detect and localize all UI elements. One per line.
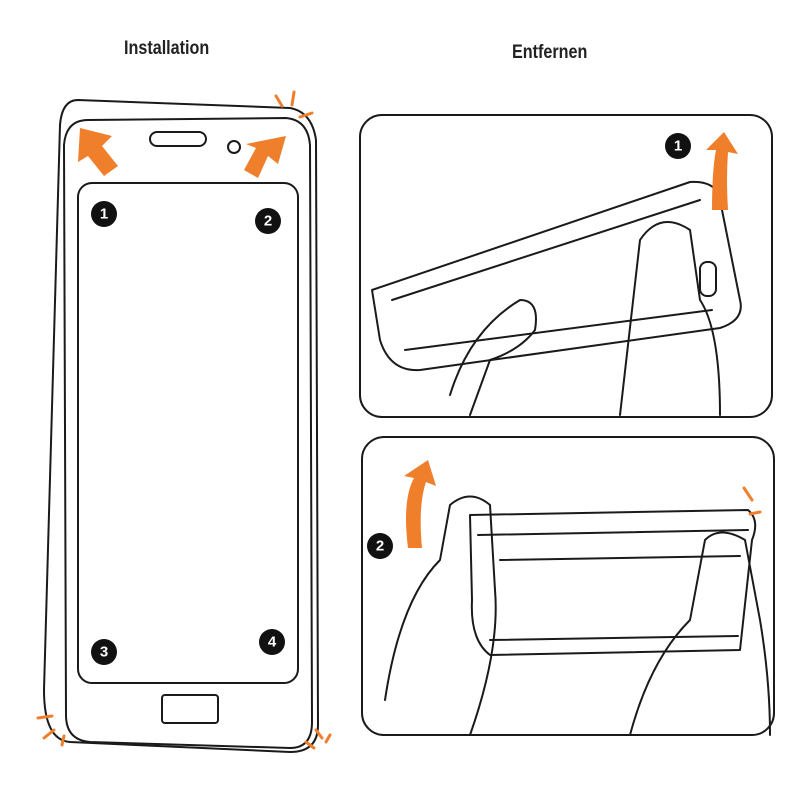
tilted-phone (371, 180, 742, 372)
step-badge-3: 3 (91, 639, 117, 665)
step-badge-2: 2 (255, 208, 281, 234)
home-button (161, 694, 219, 724)
svg-text:3: 3 (100, 644, 108, 661)
installation-phone (43, 99, 319, 753)
removal-panel-2 (361, 436, 775, 736)
removal-step-badge-2: 2 (367, 533, 393, 559)
svg-text:2: 2 (376, 538, 384, 555)
thumb (449, 299, 537, 416)
lift-arrow-icon (78, 128, 118, 176)
svg-text:1: 1 (674, 138, 682, 155)
phone-screen (77, 182, 299, 684)
impact-marks (36, 90, 762, 750)
removal-title: Entfernen (512, 42, 588, 63)
phone-body (63, 117, 313, 749)
svg-text:2: 2 (264, 213, 272, 230)
step-badge-4: 4 (259, 629, 285, 655)
installation-title: Installation (124, 38, 210, 59)
removal-step-badge-1: 1 (665, 133, 691, 159)
panel-frame (359, 114, 773, 418)
curved-arrow-icon (404, 460, 436, 548)
finger (619, 221, 721, 416)
panel-frame (361, 436, 775, 736)
lift-arrow-icon (244, 136, 286, 178)
front-camera (227, 140, 241, 154)
step-badge-1: 1 (91, 201, 117, 227)
flat-phone (469, 509, 757, 656)
finger (629, 531, 771, 736)
svg-text:4: 4 (268, 634, 277, 651)
svg-text:1: 1 (100, 206, 108, 223)
earpiece (149, 131, 207, 147)
protector-outline (43, 99, 319, 753)
curved-arrow-icon (706, 132, 738, 210)
thumb (384, 495, 497, 736)
removal-panel-1 (359, 114, 773, 418)
